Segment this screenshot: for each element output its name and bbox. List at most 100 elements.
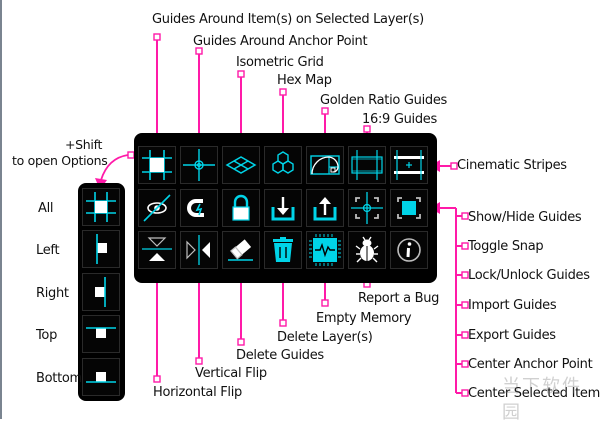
annotation-marker: [153, 33, 161, 41]
export-icon: [313, 197, 337, 221]
tool-button-isometric-grid[interactable]: [222, 146, 260, 184]
label-toggle-snap: Toggle Snap: [468, 239, 544, 254]
annotation-marker: [450, 162, 458, 170]
center-item-icon: [397, 197, 421, 219]
annotation-marker: [461, 212, 469, 220]
label-hex-map: Hex Map: [277, 73, 332, 88]
tool-button-import-guides[interactable]: [264, 189, 302, 227]
option-label-top: Top: [36, 328, 58, 343]
chip-icon: [309, 234, 341, 266]
tool-button-delete-layer-s[interactable]: [264, 231, 302, 269]
annotation-marker: [461, 331, 469, 339]
annotation-marker: [279, 319, 287, 327]
bug-icon: [355, 236, 379, 263]
eraser-icon: [228, 239, 253, 261]
annotation-marker: [195, 357, 203, 365]
shift-note-line1: +Shift: [65, 137, 103, 152]
tool-button-empty-memory[interactable]: [306, 231, 344, 269]
label-guides-around-anchor: Guides Around Anchor Point: [193, 34, 368, 49]
guides-around-item-icon: [142, 150, 172, 180]
horizontal-flip-icon: [142, 237, 172, 261]
label-show-hide-guides: Show/Hide Guides: [468, 210, 582, 225]
anchor-point-crosshair-icon: [183, 149, 215, 181]
option-label-all: All: [38, 201, 54, 216]
label-import-guides: Import Guides: [468, 298, 557, 313]
tool-button-16-9-guides[interactable]: [348, 146, 386, 184]
tool-button-cinematic-stripes[interactable]: [390, 146, 428, 184]
annotation-marker: [461, 389, 469, 397]
annotation-marker: [237, 70, 245, 78]
annotation-marker: [153, 375, 161, 383]
guide-bottom-icon: [86, 372, 116, 383]
label-empty-memory: Empty Memory: [316, 311, 412, 326]
annotation-marker: [461, 242, 469, 250]
golden-ratio-icon: [310, 155, 340, 175]
annotation-marker: [363, 125, 371, 133]
shift-note-line2: to open Options: [12, 153, 108, 168]
label-guides-around-item: Guides Around Item(s) on Selected Layer(…: [152, 12, 424, 27]
tool-button-guides-around-item-s-on-selected-layer-s[interactable]: [138, 146, 176, 184]
label-cinematic-stripes: Cinematic Stripes: [457, 158, 567, 173]
tool-button-lock-unlock-guides[interactable]: [222, 189, 260, 227]
guides-all-icon: [86, 192, 116, 222]
option-button-top[interactable]: [82, 315, 120, 353]
vertical-flip-icon: [186, 235, 210, 265]
label-report-bug: Report a Bug: [358, 291, 440, 306]
annotation-marker: [461, 360, 469, 368]
tool-button-hex-map[interactable]: [264, 146, 302, 184]
label-center-item: Center Selected Item: [468, 386, 600, 401]
watermark: 当下软件园: [502, 376, 582, 423]
magnet-icon: [187, 199, 204, 217]
center-anchor-icon: [351, 192, 383, 224]
tool-button-horizontal-flip[interactable]: [138, 231, 176, 269]
annotation-curve: [100, 154, 129, 181]
guide-right-icon: [95, 277, 106, 307]
tool-button-golden-ratio-guides[interactable]: [306, 146, 344, 184]
label-horizontal-flip: Horizontal Flip: [153, 385, 242, 400]
tool-button-show-hide-guides[interactable]: [138, 189, 176, 227]
sixteen-nine-icon: [351, 150, 383, 180]
annotation-marker: [461, 271, 469, 279]
info-icon: [397, 238, 421, 262]
tool-button-center-selected-item[interactable]: [390, 189, 428, 227]
option-button-bottom[interactable]: [82, 358, 120, 396]
annotation-marker: [461, 301, 469, 309]
label-lock-unlock: Lock/Unlock Guides: [468, 268, 590, 283]
left-edge-border: [0, 0, 2, 419]
isometric-grid-icon: [225, 156, 257, 174]
annotation-marker: [195, 47, 203, 55]
option-button-left[interactable]: [82, 230, 120, 268]
eye-slash-icon: [143, 194, 171, 222]
label-delete-layers: Delete Layer(s): [277, 330, 373, 345]
lock-icon: [232, 194, 250, 221]
label-export-guides: Export Guides: [468, 328, 556, 343]
tool-button-report-a-bug[interactable]: [348, 231, 386, 269]
option-label-bottom: Bottom: [36, 371, 82, 386]
annotation-marker: [321, 107, 329, 115]
label-isometric-grid: Isometric Grid: [236, 55, 324, 70]
annotation-marker: [237, 338, 245, 346]
hex-map-icon: [272, 151, 294, 174]
option-button-right[interactable]: [82, 273, 120, 311]
guide-left-icon: [96, 234, 107, 264]
annotation-marker: [279, 88, 287, 96]
tool-button-delete-guides[interactable]: [222, 231, 260, 269]
label-center-anchor: Center Anchor Point: [468, 357, 593, 372]
label-golden-ratio: Golden Ratio Guides: [320, 93, 448, 108]
import-icon: [271, 197, 295, 221]
annotation-marker: [321, 299, 329, 307]
tool-button-guides-around-anchor-point[interactable]: [180, 146, 218, 184]
option-button-all[interactable]: [82, 188, 120, 226]
tool-button-toggle-snap[interactable]: [180, 189, 218, 227]
label-delete-guides: Delete Guides: [236, 348, 324, 363]
label-16-9: 16:9 Guides: [362, 112, 437, 127]
label-vertical-flip: Vertical Flip: [195, 366, 267, 381]
tool-button-vertical-flip[interactable]: [180, 231, 218, 269]
option-label-left: Left: [36, 243, 60, 258]
tool-button-center-anchor-point[interactable]: [348, 189, 386, 227]
trash-icon: [273, 237, 293, 262]
tool-button-export-guides[interactable]: [306, 189, 344, 227]
guide-top-icon: [86, 327, 116, 338]
cinematic-stripes-icon: [394, 150, 424, 180]
tool-button-info[interactable]: [390, 231, 428, 269]
